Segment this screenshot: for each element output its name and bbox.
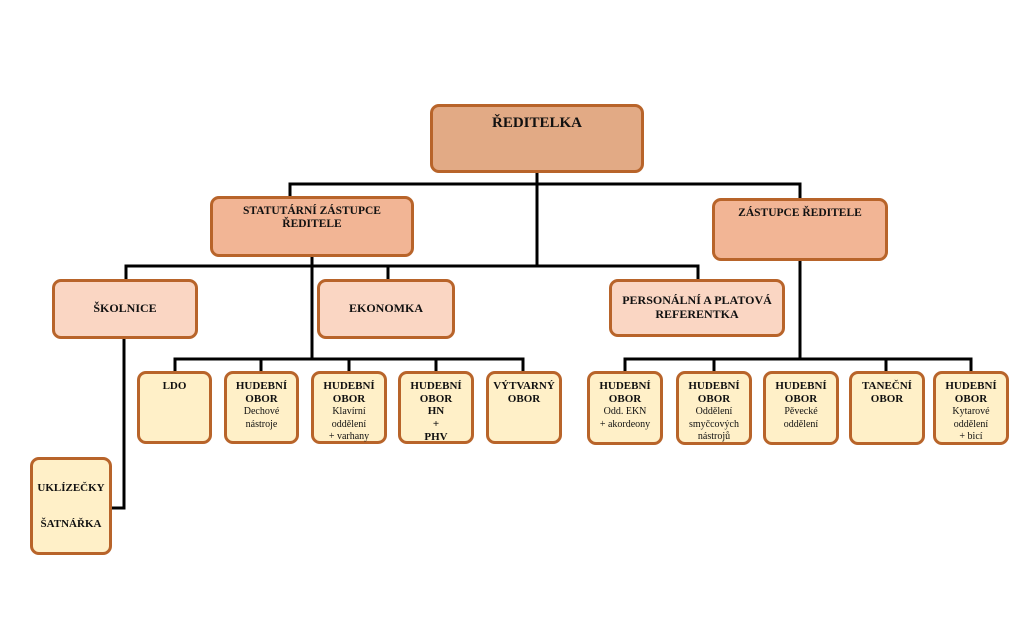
cleaners-box: UKLÍZEČKY ŠATNÁŘKA — [30, 457, 112, 555]
personal-label-line: PERSONÁLNÍ A PLATOVÁ — [622, 293, 772, 308]
department-subtitle-line: Dechové — [243, 406, 280, 418]
department-title-line: OBOR — [507, 392, 541, 405]
department-title-line: + — [432, 417, 440, 430]
department-title-line: OBOR — [245, 392, 278, 405]
department-title-line: PHV — [424, 430, 448, 443]
department-title-line: HUDEBNÍ — [323, 380, 375, 392]
department-subtitle-line: Klavírní — [332, 406, 366, 418]
department-title-line: HUDEBNÍ — [410, 380, 462, 392]
department-title-line: OBOR — [332, 392, 366, 405]
department-title-line: OBOR — [608, 392, 642, 405]
director-label: ŘEDITELKA — [491, 115, 583, 131]
department-title-line: OBOR — [697, 392, 731, 405]
department-title-line: HUDEBNÍ — [775, 380, 827, 392]
personal-referentka-box: PERSONÁLNÍ A PLATOVÁ REFERENTKA — [609, 279, 785, 337]
department-subtitle-line: oddělení — [783, 418, 819, 430]
left-department-box: LDO — [137, 371, 212, 444]
statutory-deputy-label: STATUTÁRNÍ ZÁSTUPCE ŘEDITELE — [243, 205, 381, 231]
department-title-line: TANEČNÍ — [862, 380, 912, 392]
department-title-line: HUDEBNÍ — [688, 380, 740, 392]
department-title-line: VÝTVARNÝ — [493, 380, 555, 392]
satnarka-label: ŠATNÁŘKA — [40, 517, 102, 530]
statutory-deputy-box: STATUTÁRNÍ ZÁSTUPCE ŘEDITELE — [210, 196, 414, 257]
department-subtitle-line: Pěvecké — [784, 406, 818, 418]
department-title-line: HUDEBNÍ — [599, 380, 651, 392]
deputy-box: ZÁSTUPCE ŘEDITELE — [712, 198, 888, 261]
department-subtitle-line: + akordeony — [599, 418, 651, 430]
department-title-line: HUDEBNÍ — [235, 380, 288, 392]
department-subtitle-line: Odd. EKN — [603, 406, 647, 418]
department-title-line: HUDEBNÍ — [945, 380, 997, 392]
department-title-line: OBOR — [954, 392, 988, 405]
department-subtitle-line: Oddělení — [695, 406, 733, 418]
deputy-label: ZÁSTUPCE ŘEDITELE — [738, 207, 862, 219]
director-box: ŘEDITELKA — [430, 104, 644, 173]
department-title-line: OBOR — [419, 392, 453, 405]
ekonomka-label: EKONOMKA — [349, 301, 423, 316]
department-subtitle-line: nástrojů — [697, 431, 731, 443]
department-subtitle-line: + varhany — [328, 431, 370, 443]
department-subtitle-line: nástroje — [245, 418, 278, 430]
skolnice-box: ŠKOLNICE — [52, 279, 198, 339]
personal-label-line: REFERENTKA — [655, 307, 739, 321]
department-subtitle-line: Kytarové — [952, 406, 990, 418]
department-title-line: OBOR — [870, 392, 904, 405]
uklizecky-label: UKLÍZEČKY — [37, 481, 105, 494]
skolnice-label: ŠKOLNICE — [93, 301, 157, 316]
department-subtitle-line: oddělení — [331, 418, 367, 430]
department-title-line: LDO — [162, 380, 187, 392]
department-subtitle-line: + bicí — [959, 431, 983, 443]
department-title-line: HN — [427, 405, 445, 418]
department-subtitle-line: oddělení — [953, 418, 989, 430]
department-subtitle-line: smyčcových — [689, 418, 739, 430]
department-title-line: OBOR — [784, 392, 818, 405]
ekonomka-box: EKONOMKA — [317, 279, 455, 339]
